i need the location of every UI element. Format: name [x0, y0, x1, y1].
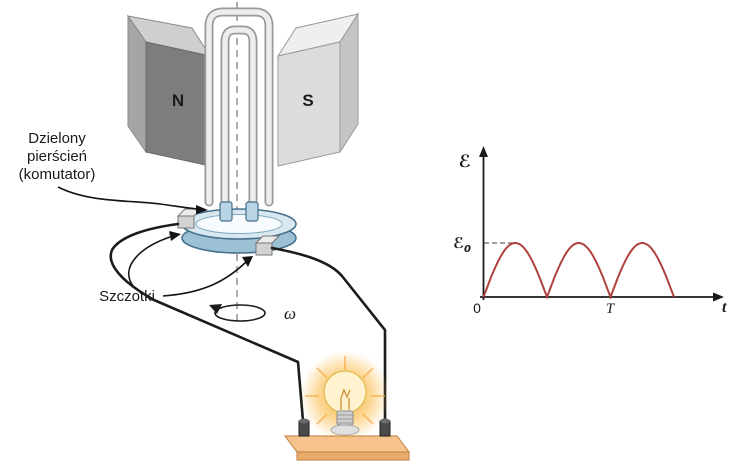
commutator-arrow-line — [57, 186, 198, 210]
magnet-s-pole-face — [277, 41, 341, 167]
brush-left-body — [177, 215, 195, 229]
brushes-label: Szczotki — [99, 288, 155, 305]
bulb-socket — [330, 424, 360, 436]
magnet-south: S — [276, 12, 360, 167]
brush-left-arrow-head — [169, 231, 181, 241]
y-axis-label: ℰ — [459, 152, 471, 172]
commutator-label-line2: pierścień — [27, 148, 87, 165]
x-axis-arrow — [713, 292, 724, 302]
rotation-arrow-head — [209, 304, 222, 314]
brush-right-arrow-head — [242, 256, 253, 267]
brush-right-arrow-line — [162, 261, 247, 297]
rotation-indicator: ω — [209, 304, 296, 323]
period-label: T — [606, 301, 616, 317]
loop-inner-border — [220, 25, 258, 211]
brush-right-body — [255, 242, 273, 256]
loop-outer-border — [204, 7, 274, 207]
bulb-screw-threads — [337, 414, 353, 424]
ring-inner-surface — [195, 214, 283, 234]
origin-label: 0 — [473, 300, 481, 316]
x-axis-label: t — [722, 299, 727, 316]
magnet-north: N — [126, 14, 212, 167]
light-bulb — [300, 351, 390, 441]
emf-curve — [482, 242, 675, 300]
loop-outer — [206, 9, 272, 205]
y-axis-arrow — [479, 146, 488, 157]
wire-left — [109, 222, 305, 423]
glow-rays — [305, 356, 385, 425]
loop-inner — [222, 27, 256, 209]
commutator-segment-left — [219, 201, 233, 222]
bulb-filament — [340, 388, 351, 410]
brush-left-arrow-line — [127, 236, 171, 287]
amplitude-label: ℰ0 — [453, 234, 471, 255]
rotation-arrow-ellipse — [214, 304, 266, 322]
brushes-callout: Szczotki — [99, 231, 253, 305]
brush-right — [254, 235, 281, 256]
magnet-s-label: S — [302, 91, 313, 110]
base-front-face — [296, 451, 410, 461]
omega-label: ω — [284, 304, 296, 323]
commutator-label-line3: (komutator) — [19, 166, 96, 183]
terminal-post-left-top — [299, 418, 309, 424]
commutator-label-line1: Dzielony — [28, 130, 86, 147]
amplitude-subscript: 0 — [464, 244, 471, 255]
commutator-arrow-head — [196, 205, 208, 214]
amplitude-symbol: ℰ — [453, 234, 464, 252]
commutator-segment-right — [245, 201, 259, 222]
wire-right — [270, 246, 387, 423]
brush-left — [176, 208, 203, 229]
commutator-callout: Dzielony pierścień (komutator) — [19, 130, 208, 214]
magnet-n-label: N — [172, 91, 184, 110]
emf-graph: ℰ ℰ0 0 T t — [453, 146, 727, 317]
armature-loop — [204, 7, 274, 211]
